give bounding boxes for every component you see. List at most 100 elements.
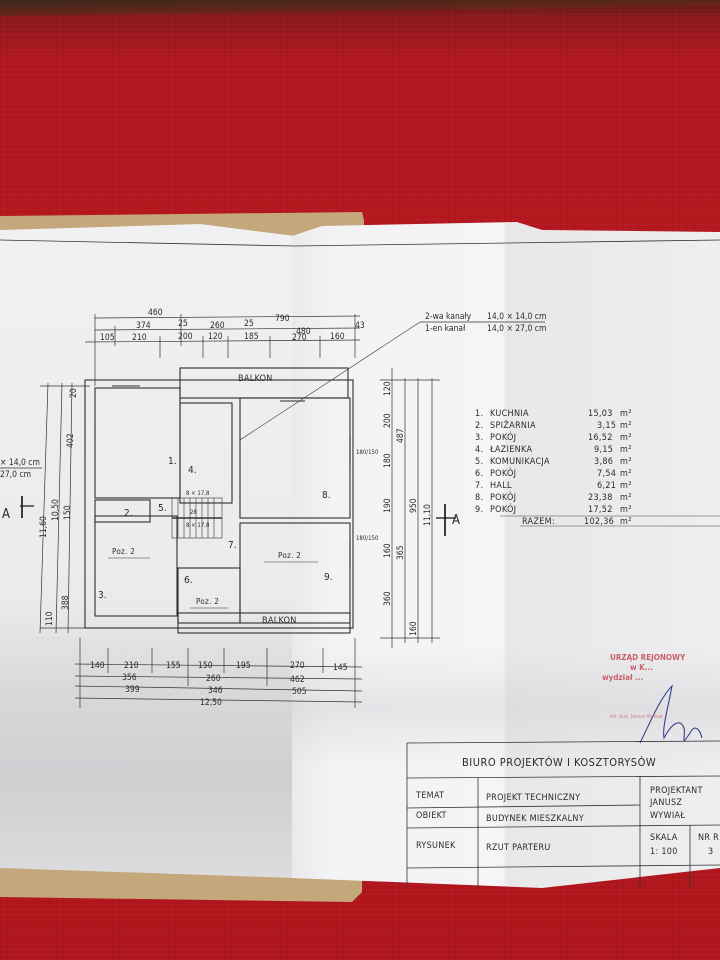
balcony-top-label: BALKON xyxy=(238,374,273,384)
svg-text:487: 487 xyxy=(396,428,406,443)
room-6-label: 6. xyxy=(184,575,193,586)
svg-text:15,03: 15,03 xyxy=(588,409,613,419)
svg-text:A: A xyxy=(452,513,460,528)
svg-text:w K...: w K... xyxy=(630,663,653,672)
svg-text:7,54: 7,54 xyxy=(597,469,616,479)
svg-text:346: 346 xyxy=(208,686,223,696)
svg-text:m²: m² xyxy=(620,409,632,419)
svg-text:NR R: NR R xyxy=(698,833,719,843)
room-7-label: 7. xyxy=(228,540,237,551)
svg-text:SPIŻARNIA: SPIŻARNIA xyxy=(490,420,536,431)
dim-text: 260 xyxy=(210,321,225,331)
svg-text:5.: 5. xyxy=(475,457,483,467)
top-dimension-lines xyxy=(84,314,361,386)
dim-text: 185 xyxy=(244,332,259,342)
svg-text:360: 360 xyxy=(383,591,393,606)
svg-text:14,0 × 14,0 cm: 14,0 × 14,0 cm xyxy=(487,312,546,322)
svg-text:POKÓJ: POKÓJ xyxy=(490,503,516,515)
svg-text:110: 110 xyxy=(45,611,55,626)
schedule-total-row: RAZEM: 102,36 m² xyxy=(522,517,632,527)
svg-text:9.: 9. xyxy=(475,505,483,515)
svg-text:28: 28 xyxy=(190,509,197,516)
signature xyxy=(639,684,703,744)
svg-text:RZUT PARTERU: RZUT PARTERU xyxy=(486,843,551,853)
svg-text:JANUSZ: JANUSZ xyxy=(649,798,682,808)
right-dimension-lines xyxy=(380,368,440,648)
svg-text:wydział ...: wydział ... xyxy=(602,673,643,682)
svg-text:HALL: HALL xyxy=(490,481,512,491)
svg-text:1.: 1. xyxy=(475,409,483,419)
svg-text:160: 160 xyxy=(383,543,393,558)
svg-text:A: A xyxy=(2,507,10,522)
svg-text:3,15: 3,15 xyxy=(597,421,616,431)
svg-text:270: 270 xyxy=(290,661,305,671)
svg-text:190: 190 xyxy=(383,498,393,513)
svg-text:12,50: 12,50 xyxy=(200,698,222,708)
room-8-label: 8. xyxy=(322,490,331,501)
dim-text: 210 xyxy=(132,333,147,343)
svg-text:11,10: 11,10 xyxy=(423,504,433,526)
room-2-label: 2. xyxy=(124,508,133,519)
svg-text:150: 150 xyxy=(198,661,213,671)
svg-text:356: 356 xyxy=(122,673,137,683)
schedule-row: 2. SPIŻARNIA 3,15 m² xyxy=(475,420,632,431)
svg-text:2.: 2. xyxy=(475,421,483,431)
section-marker-left: A xyxy=(2,496,34,522)
svg-text:17,52: 17,52 xyxy=(588,505,613,515)
dim-text: 374 xyxy=(136,321,151,331)
svg-text:402: 402 xyxy=(66,433,76,448)
dim-text: 160 xyxy=(330,332,345,342)
room-4-label: 4. xyxy=(188,465,197,476)
svg-text:m²: m² xyxy=(620,421,632,431)
drawing-canvas: 460 790 374 25 260 25 480 43 105 210 200… xyxy=(0,239,720,888)
dim-text: 790 xyxy=(275,314,290,324)
svg-text:950: 950 xyxy=(409,498,419,513)
svg-text:m²: m² xyxy=(620,517,632,527)
dim-text: 25 xyxy=(244,319,254,329)
dim-text: 460 xyxy=(148,308,163,318)
svg-text:m²: m² xyxy=(620,481,632,491)
svg-text:KOMUNIKACJA: KOMUNIKACJA xyxy=(490,457,550,467)
svg-text:BUDYNEK MIESZKALNY: BUDYNEK MIESZKALNY xyxy=(486,814,584,824)
svg-text:m²: m² xyxy=(620,493,632,503)
svg-text:23,38: 23,38 xyxy=(588,493,613,503)
svg-text:8 × 17,8: 8 × 17,8 xyxy=(186,490,210,497)
svg-text:9,15: 9,15 xyxy=(594,445,613,455)
svg-text:260: 260 xyxy=(206,674,221,684)
svg-text:3.: 3. xyxy=(475,433,483,443)
svg-text:8.: 8. xyxy=(475,493,483,503)
svg-text:× 14,0 cm: × 14,0 cm xyxy=(0,458,40,468)
svg-text:7.: 7. xyxy=(475,481,483,491)
room-3-label: 3. xyxy=(98,590,107,601)
svg-text:POKÓJ: POKÓJ xyxy=(490,431,516,443)
dim-text: 43 xyxy=(355,321,365,331)
svg-text:180/150: 180/150 xyxy=(356,535,379,542)
svg-text:388: 388 xyxy=(61,595,71,610)
title-block: BIURO PROJEKTÓW I KOSZTORYSÓW TEMAT PROJ… xyxy=(406,740,720,888)
svg-text:1-en kanał: 1-en kanał xyxy=(425,324,466,334)
svg-text:RYSUNEK: RYSUNEK xyxy=(416,841,456,851)
building-walls xyxy=(84,367,354,634)
svg-text:140: 140 xyxy=(90,661,105,671)
svg-text:WYWIAŁ: WYWIAŁ xyxy=(650,811,685,821)
dim-text: 200 xyxy=(178,332,193,342)
svg-text:TEMAT: TEMAT xyxy=(415,791,444,801)
svg-text:Poz. 2: Poz. 2 xyxy=(278,551,301,560)
svg-text:3: 3 xyxy=(708,847,713,857)
svg-text:365: 365 xyxy=(396,545,406,560)
svg-text:160: 160 xyxy=(409,621,419,636)
section-marker-right: A xyxy=(436,504,460,536)
dim-text: 120 xyxy=(208,332,223,342)
svg-text:14,0 × 27,0 cm: 14,0 × 27,0 cm xyxy=(487,324,546,334)
room-5-label: 5. xyxy=(158,503,167,514)
svg-text:Poz. 2: Poz. 2 xyxy=(112,547,135,556)
svg-text:POKÓJ: POKÓJ xyxy=(490,491,516,503)
svg-text:200: 200 xyxy=(383,413,393,428)
svg-text:PROJEKTANT: PROJEKTANT xyxy=(650,786,703,796)
svg-text:m²: m² xyxy=(620,445,632,455)
